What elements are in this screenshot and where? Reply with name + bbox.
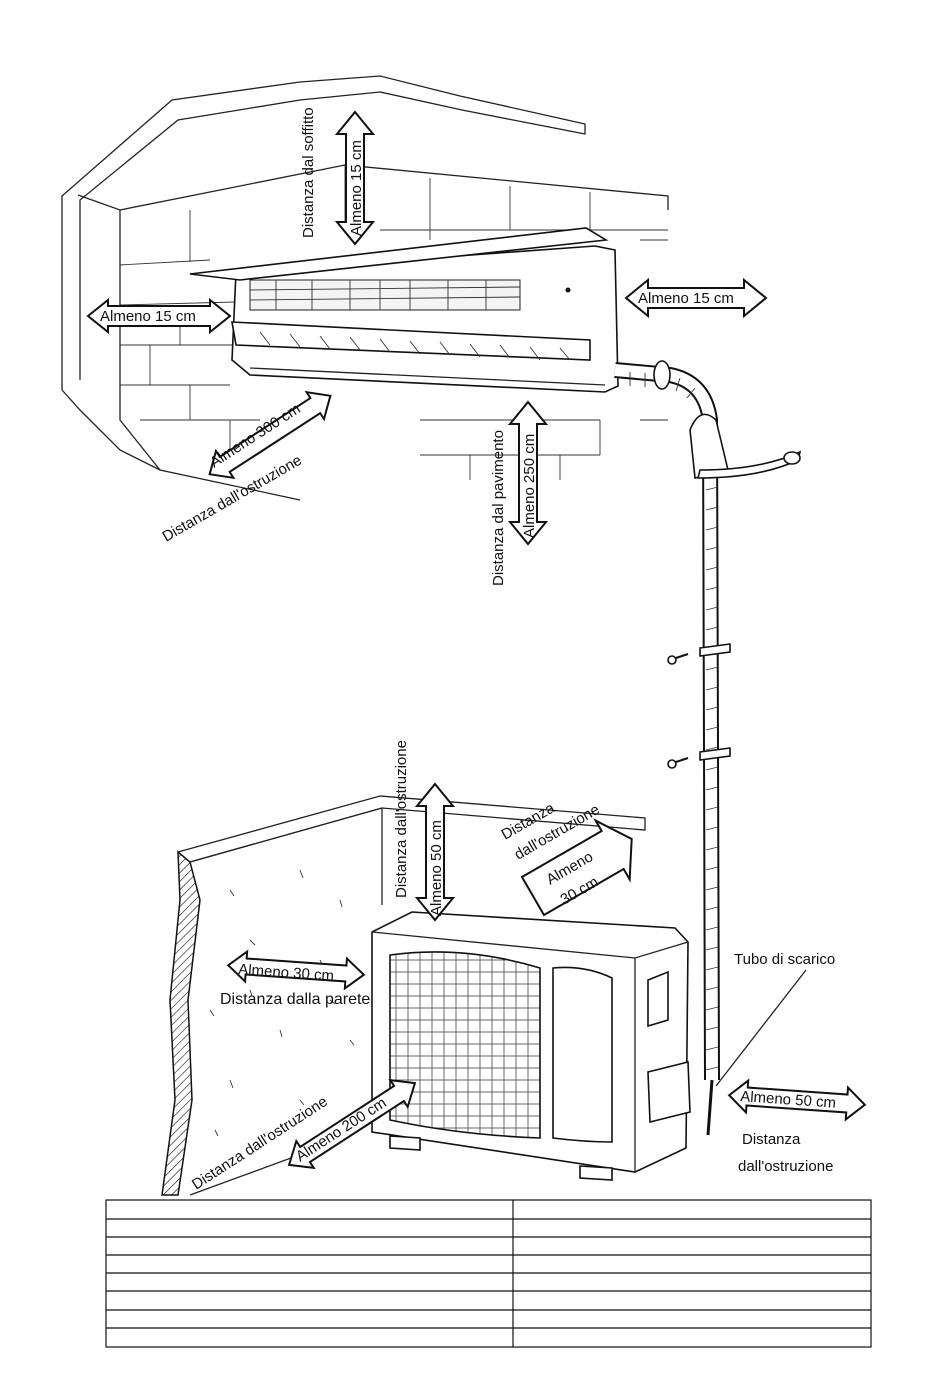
outdoor-wall-min-label: Almeno 30 cm bbox=[238, 961, 335, 985]
outdoor-wall-distance-label: Distanza dalla parete bbox=[220, 991, 370, 1008]
ceiling-clearance-arrow bbox=[334, 110, 376, 246]
floor-distance-label: Distanza dal pavimento bbox=[490, 430, 507, 586]
screw-icon bbox=[667, 653, 689, 665]
indoor-unit bbox=[189, 227, 619, 393]
drain-leader-line bbox=[715, 969, 807, 1087]
outdoor-front-clearance-arrow bbox=[287, 1078, 417, 1170]
outdoor-right-clearance-arrow bbox=[727, 1078, 867, 1122]
right-clearance-arrow bbox=[624, 277, 768, 319]
clearance-table bbox=[105, 1199, 872, 1348]
outdoor-back-clearance-arrow bbox=[520, 818, 633, 917]
outdoor-right-min-label: Almeno 50 cm bbox=[740, 1088, 837, 1112]
outdoor-right-distance-line1: Distanza bbox=[742, 1131, 801, 1148]
floor-clearance-arrow bbox=[507, 400, 549, 546]
floor-min-label: Almeno 250 cm bbox=[521, 434, 538, 538]
left-clearance-arrow bbox=[86, 297, 232, 335]
outdoor-top-min-label: Almeno 50 cm bbox=[428, 820, 445, 916]
screw-icon bbox=[667, 757, 689, 769]
front-clearance-arrow bbox=[208, 390, 332, 480]
outdoor-wall-clearance-arrow bbox=[226, 949, 366, 991]
outdoor-right-distance-line2: dall'ostruzione bbox=[738, 1158, 833, 1175]
right-min-label: Almeno 15 cm bbox=[638, 290, 734, 307]
refrigerant-pipe bbox=[614, 360, 802, 1081]
ceiling-min-label: Almeno 15 cm bbox=[348, 140, 365, 236]
outdoor-unit bbox=[371, 911, 714, 1181]
left-min-label: Almeno 15 cm bbox=[100, 308, 196, 325]
ceiling-distance-label: Distanza dal soffitto bbox=[300, 107, 317, 238]
indoor-filters bbox=[249, 279, 521, 311]
outdoor-top-clearance-arrow bbox=[414, 782, 456, 922]
outdoor-top-distance-label: Distanza dall'ostruzione bbox=[393, 740, 410, 898]
drain-pipe-label: Tubo di scarico bbox=[734, 951, 835, 968]
